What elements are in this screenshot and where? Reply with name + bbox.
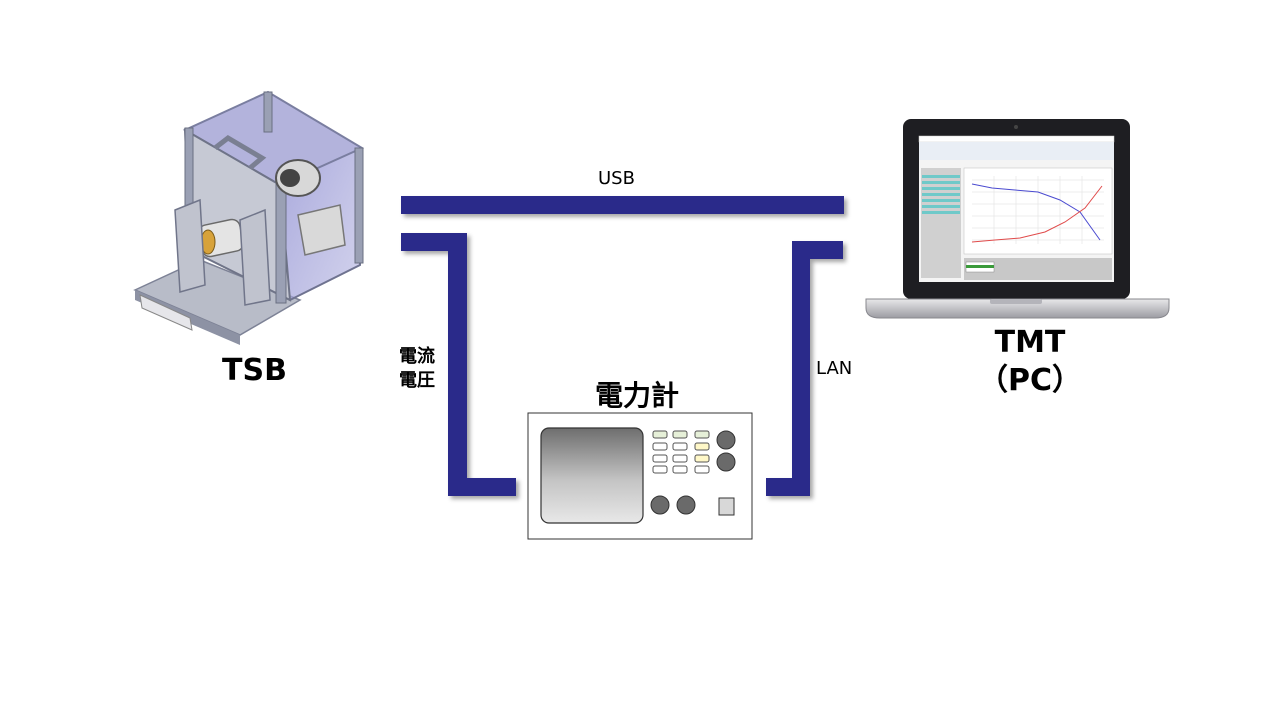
laptop-illustration <box>865 119 1170 319</box>
usb-label: USB <box>598 168 635 189</box>
lan-cable <box>766 241 843 496</box>
pc-label-line2: （PC） <box>977 363 1082 398</box>
current-label: 電流 <box>399 346 435 367</box>
cables <box>401 196 844 496</box>
tsb-device-illustration <box>133 90 365 345</box>
usb-cable <box>401 196 844 214</box>
current-voltage-cable <box>401 233 516 496</box>
current-voltage-label: 電流 電圧 <box>399 345 435 393</box>
power-meter-label: 電力計 <box>595 379 680 412</box>
pc-label: TMT （PC） <box>970 324 1090 400</box>
power-meter-illustration <box>527 412 753 540</box>
tsb-label: TSB <box>222 353 287 388</box>
lan-label: LAN <box>816 358 853 379</box>
pc-label-line1: TMT <box>994 325 1066 360</box>
voltage-label: 電圧 <box>399 370 435 391</box>
